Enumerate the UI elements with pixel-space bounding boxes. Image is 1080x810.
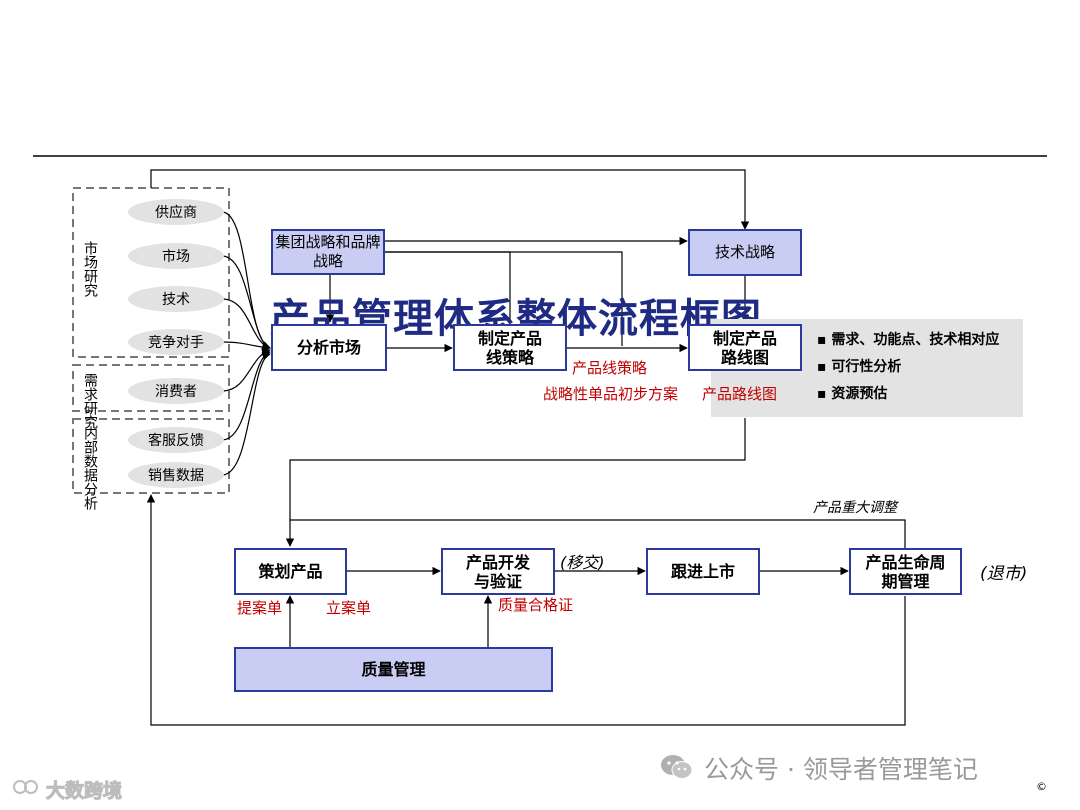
brand-watermark: 大数跨境 bbox=[45, 780, 123, 803]
group-demand-research-frame bbox=[72, 364, 230, 412]
lifecycle-box: 产品生命周期管理 bbox=[849, 548, 962, 595]
develop-verify-box: 产品开发与验证 bbox=[441, 548, 555, 595]
quality-management-box: 质量管理 bbox=[234, 647, 553, 692]
input-supplier: 供应商 bbox=[128, 199, 224, 225]
corner-copyright: © bbox=[1036, 780, 1047, 793]
initial-plan-output: 战略性单品初步方案 bbox=[543, 385, 679, 403]
handover-label: (移交) bbox=[560, 553, 605, 572]
major-adjust-label: 产品重大调整 bbox=[813, 500, 897, 516]
exit-market-label: (退市) bbox=[980, 564, 1028, 584]
group-demand-research-label: 需求研究 bbox=[82, 373, 98, 429]
group-market-research-label: 市场研究 bbox=[82, 241, 98, 297]
wechat-icon bbox=[660, 754, 694, 780]
group-strategy-box: 集团战略和品牌战略 bbox=[271, 229, 385, 275]
input-competitor: 竞争对手 bbox=[128, 329, 224, 355]
input-service-feedback: 客服反馈 bbox=[128, 427, 224, 453]
plan-product-box: 策划产品 bbox=[234, 548, 347, 595]
follow-market-box: 跟进上市 bbox=[646, 548, 760, 595]
analyze-market-box: 分析市场 bbox=[271, 324, 387, 371]
main-connectors bbox=[146, 169, 906, 726]
roadmap-output: 产品路线图 bbox=[702, 385, 778, 403]
product-line-strategy-box: 制定产品线策略 bbox=[453, 324, 567, 371]
brand-logo-icon bbox=[12, 778, 40, 796]
approval-label: 立案单 bbox=[326, 599, 372, 617]
roadmap-box: 制定产品路线图 bbox=[688, 324, 802, 371]
input-sales-data: 销售数据 bbox=[128, 462, 224, 488]
tech-strategy-box: 技术战略 bbox=[688, 229, 802, 276]
wechat-account-watermark: 公众号 · 领导者管理笔记 bbox=[704, 755, 978, 784]
input-curves bbox=[221, 211, 271, 476]
group-internal-data-label: 内部数据分析 bbox=[82, 426, 98, 510]
input-technology: 技术 bbox=[128, 286, 224, 312]
input-market: 市场 bbox=[128, 243, 224, 269]
note-item: 资源预估 bbox=[817, 381, 1023, 408]
input-consumer: 消费者 bbox=[128, 378, 224, 404]
product-line-strategy-output: 产品线策略 bbox=[572, 359, 648, 377]
group-internal-data-frame bbox=[72, 418, 230, 494]
note-item: 可行性分析 bbox=[817, 354, 1023, 381]
quality-cert-label: 质量合格证 bbox=[498, 596, 574, 614]
note-item: 需求、功能点、技术相对应 bbox=[817, 327, 1023, 354]
proposal-label: 提案单 bbox=[237, 599, 283, 617]
